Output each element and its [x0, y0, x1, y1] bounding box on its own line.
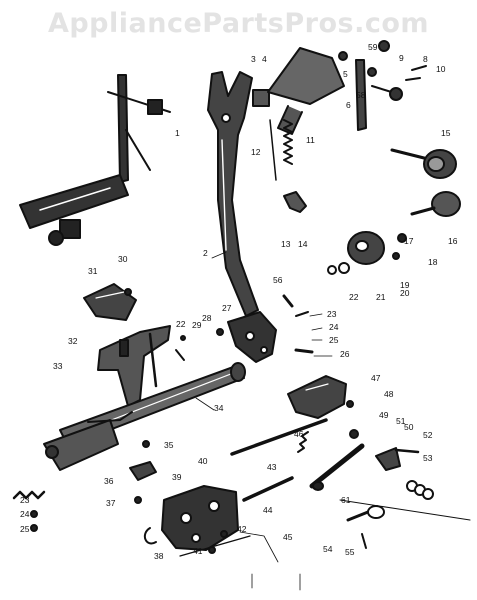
callout-22: 22	[176, 319, 186, 329]
callout-12: 12	[251, 147, 261, 157]
callout-44: 44	[263, 505, 273, 515]
callout-23: 23	[20, 495, 30, 505]
callout-35: 35	[164, 440, 174, 450]
callout-51: 51	[396, 416, 406, 426]
callout-20: 20	[400, 288, 410, 298]
callout-48: 48	[384, 389, 394, 399]
callout-30: 30	[118, 254, 128, 264]
callout-4: 4	[262, 54, 267, 64]
watermark: AppliancePartsPros.com	[47, 8, 430, 39]
callout-56: 56	[273, 275, 283, 285]
callout-1: 1	[175, 128, 180, 138]
callout-59: 59	[368, 42, 378, 52]
callout-2: 2	[203, 248, 208, 258]
callout-38: 38	[154, 551, 164, 561]
callout-50: 50	[404, 422, 414, 432]
callout-19: 19	[400, 280, 410, 290]
feed-cam-block	[143, 485, 251, 557]
callout-33: 33	[53, 361, 63, 371]
callout-22: 22	[349, 292, 359, 302]
callout-53: 53	[423, 453, 433, 463]
callout-26: 26	[340, 349, 350, 359]
callout-24: 24	[329, 322, 339, 332]
callout-8: 8	[423, 54, 428, 64]
callout-13: 13	[281, 239, 291, 249]
callout-18: 18	[428, 257, 438, 267]
callout-34: 34	[214, 403, 224, 413]
callout-16: 16	[448, 236, 458, 246]
callout-11: 11	[306, 135, 315, 145]
callout-37: 37	[106, 498, 116, 508]
callout-21: 21	[376, 292, 386, 302]
needle-bar-assembly	[19, 74, 171, 246]
callout-25: 25	[329, 335, 339, 345]
cam-assembly	[327, 148, 461, 275]
callout-23: 23	[327, 309, 337, 319]
main-shaft	[43, 362, 246, 471]
callout-42: 42	[237, 524, 247, 534]
callout-40: 40	[198, 456, 208, 466]
callout-15: 15	[441, 128, 451, 138]
callout-6: 6	[346, 100, 351, 110]
callout-49: 49	[379, 410, 389, 420]
callout-52: 52	[423, 430, 433, 440]
callout-45: 45	[283, 532, 293, 542]
callout-17: 17	[404, 236, 414, 246]
rocker-arm	[207, 71, 259, 317]
callout-25: 25	[20, 524, 30, 534]
callout-27: 27	[222, 303, 232, 313]
callout-3: 3	[251, 54, 256, 64]
hook-assembly	[287, 375, 354, 419]
callout-10: 10	[436, 64, 446, 74]
callout-41: 41	[193, 546, 203, 556]
callout-9: 9	[399, 53, 404, 63]
right-lower-parts	[339, 447, 471, 549]
bottom-left-parts	[12, 440, 157, 532]
callout-54: 54	[323, 544, 333, 554]
callout-39: 39	[172, 472, 182, 482]
callout-29: 29	[192, 320, 202, 330]
callout-28: 28	[202, 313, 212, 323]
feed-frame	[97, 325, 185, 407]
feed-bracket	[83, 283, 137, 321]
callout-46: 46	[294, 429, 304, 439]
callout-32: 32	[68, 336, 78, 346]
callout-24: 24	[20, 509, 30, 519]
callout-5: 5	[343, 69, 348, 79]
callout-58: 58	[356, 90, 366, 100]
callout-55: 55	[345, 547, 355, 557]
tension-spring	[283, 119, 293, 165]
bracket	[283, 191, 307, 213]
callout-61: 61	[341, 495, 351, 505]
callout-14: 14	[298, 239, 308, 249]
callout-43: 43	[267, 462, 277, 472]
callout-36: 36	[104, 476, 114, 486]
callout-47: 47	[371, 373, 381, 383]
callout-31: 31	[88, 266, 98, 276]
connecting-link	[180, 294, 314, 363]
lower-shafts	[230, 418, 365, 502]
